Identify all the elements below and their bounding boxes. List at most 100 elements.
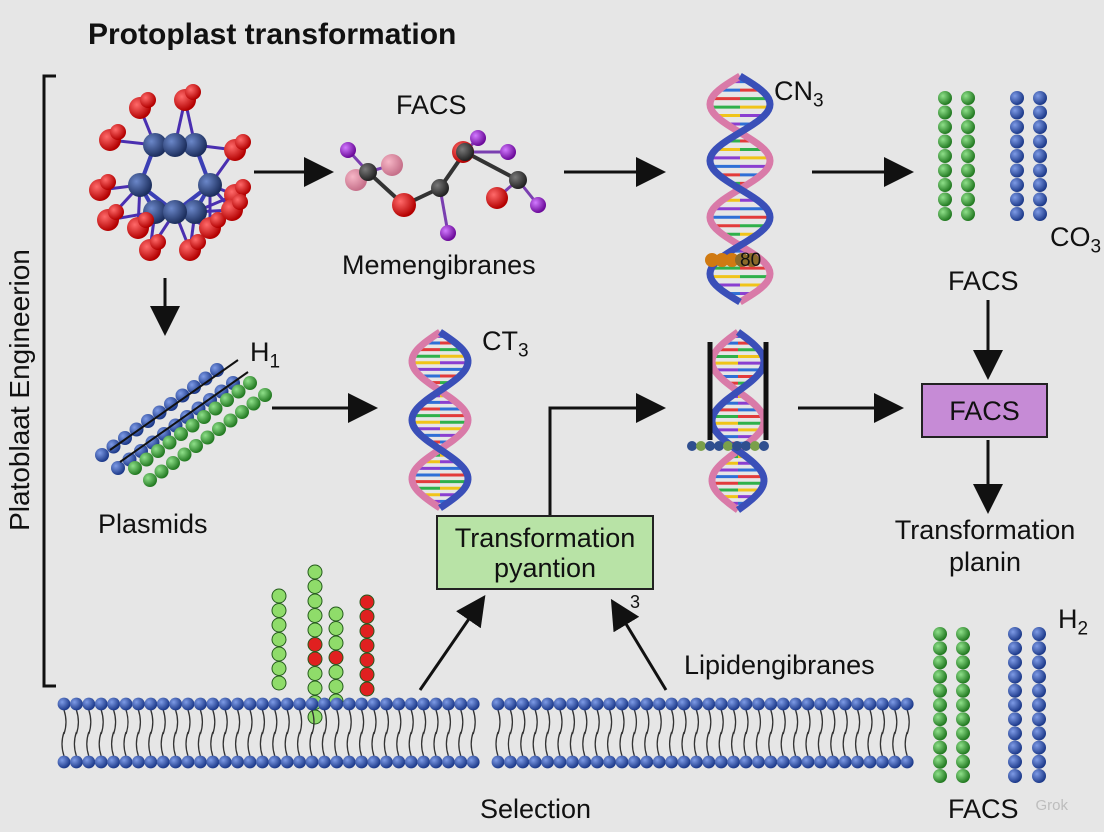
lipid-tail bbox=[123, 731, 127, 757]
lipid-tail bbox=[706, 731, 710, 757]
bead bbox=[705, 441, 715, 451]
lipid-tail bbox=[718, 731, 722, 757]
green-bead bbox=[933, 726, 947, 741]
lipid-tail bbox=[410, 709, 414, 735]
green-bead bbox=[956, 740, 970, 755]
green-bead bbox=[933, 698, 947, 712]
green-bead bbox=[307, 709, 323, 725]
green-bead bbox=[271, 661, 287, 676]
bead bbox=[687, 441, 697, 451]
bead bbox=[741, 441, 751, 451]
lipid-tail bbox=[435, 709, 439, 735]
lipid-head bbox=[752, 697, 765, 711]
green-bead bbox=[271, 588, 287, 604]
strand-blue bbox=[408, 329, 472, 511]
lipid-tail bbox=[197, 731, 202, 757]
green-bead bbox=[271, 617, 287, 633]
green-bead bbox=[328, 664, 344, 680]
green-bead bbox=[933, 712, 947, 727]
lipid-tail bbox=[61, 731, 65, 757]
green-bead bbox=[151, 444, 165, 458]
lipid-tail bbox=[212, 709, 216, 735]
lipid-head bbox=[528, 697, 542, 711]
lipid-tail bbox=[398, 709, 402, 735]
green-bead bbox=[328, 621, 344, 636]
lipid-head bbox=[243, 755, 257, 769]
label-transformation-plan: Transformation planin bbox=[894, 515, 1076, 577]
watermark: Grok bbox=[1035, 797, 1068, 814]
green-bead bbox=[231, 384, 246, 399]
strand-line bbox=[119, 371, 249, 463]
lipid-tail bbox=[792, 731, 797, 757]
lipid-tail bbox=[879, 731, 884, 757]
lipid-head bbox=[566, 697, 579, 711]
lipid-head bbox=[590, 755, 604, 769]
bead bbox=[715, 253, 729, 267]
lipid-tail bbox=[125, 709, 129, 735]
lipid-tail bbox=[172, 731, 177, 757]
lipid-head bbox=[702, 697, 716, 711]
lipid-head bbox=[876, 755, 889, 769]
lipid-head bbox=[752, 755, 765, 769]
green-bead bbox=[220, 393, 234, 407]
blue-bead bbox=[1010, 207, 1024, 221]
lipid-tail bbox=[668, 731, 673, 757]
lipid-tail bbox=[670, 709, 675, 735]
lipid-head bbox=[256, 697, 269, 711]
lipid-head bbox=[665, 697, 678, 711]
lipid-head bbox=[504, 697, 517, 711]
blue-atom bbox=[183, 200, 207, 224]
blue-bead bbox=[1008, 769, 1022, 783]
lipid-head bbox=[305, 755, 319, 769]
lipid-tail bbox=[247, 731, 251, 757]
node-atom bbox=[509, 171, 527, 189]
arrow-membrane-to-box-left bbox=[418, 595, 486, 691]
red-bead bbox=[307, 637, 323, 652]
blue-bead bbox=[1010, 120, 1024, 134]
green-bead bbox=[177, 447, 192, 462]
bead bbox=[705, 253, 719, 267]
lipid-tail bbox=[608, 709, 613, 735]
green-bead bbox=[961, 178, 975, 192]
lipid-head bbox=[553, 697, 567, 711]
lipid-head bbox=[528, 755, 542, 769]
lipid-tail bbox=[210, 731, 214, 757]
blue-bead bbox=[1010, 134, 1024, 149]
red-atom bbox=[150, 234, 166, 250]
lipid-head bbox=[466, 755, 480, 769]
lipid-tail bbox=[867, 731, 871, 757]
lipid-tail bbox=[296, 731, 301, 757]
green-bead bbox=[174, 427, 188, 441]
green-bead bbox=[933, 740, 947, 755]
red-atom bbox=[235, 134, 251, 150]
label-h1: H1 bbox=[250, 337, 281, 373]
lipid-tail bbox=[631, 731, 636, 757]
green-bead bbox=[128, 461, 142, 475]
lipid-tail bbox=[236, 709, 241, 735]
lipid-tail bbox=[830, 731, 834, 757]
blue-bead bbox=[1033, 178, 1047, 192]
green-bead bbox=[243, 376, 257, 390]
lipid-head bbox=[888, 755, 902, 769]
lipid-tail bbox=[185, 731, 189, 757]
blue-bead bbox=[1033, 192, 1047, 207]
lipid-head bbox=[392, 697, 406, 711]
green-bead bbox=[307, 666, 323, 681]
lipid-head bbox=[541, 755, 554, 769]
lipid-head bbox=[417, 755, 430, 769]
blue-bead bbox=[1032, 655, 1046, 670]
lipid-head bbox=[181, 755, 195, 769]
bead bbox=[725, 253, 739, 267]
lipid-tail bbox=[571, 709, 576, 735]
lipid-head bbox=[318, 755, 331, 769]
lipid-head bbox=[863, 755, 877, 769]
strand-pink bbox=[408, 329, 472, 511]
lipid-head bbox=[70, 755, 83, 769]
green-bead bbox=[307, 608, 323, 623]
lipid-tail bbox=[385, 709, 390, 735]
green-bead bbox=[933, 669, 947, 684]
blue-bead bbox=[1010, 192, 1024, 207]
green-bead bbox=[200, 430, 215, 445]
green-bead bbox=[933, 641, 947, 656]
